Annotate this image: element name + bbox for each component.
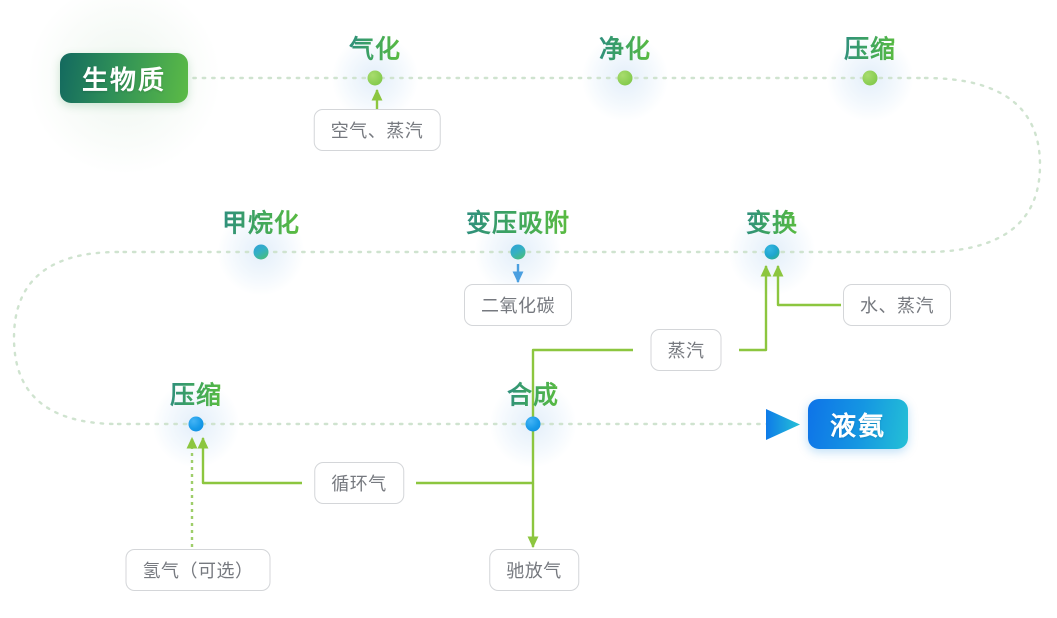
connector-steam-to-shift — [739, 264, 772, 352]
track-left-curve — [12, 250, 120, 426]
stage-node-compression-top[interactable]: 压缩 — [844, 36, 895, 86]
stage-dot-psa — [510, 244, 526, 260]
stage-dot-compression-bottom — [188, 416, 204, 432]
stage-node-purification[interactable]: 净化 — [599, 36, 650, 86]
material-box-recycle-gas[interactable]: 循环气 — [314, 462, 404, 504]
stage-label-compression-top: 压缩 — [844, 30, 896, 66]
product-arrow-marker — [766, 409, 800, 440]
material-box-carbon-dioxide-label: 二氧化碳 — [481, 296, 555, 316]
stage-dot-methanation — [253, 244, 269, 260]
stage-label-psa: 变压吸附 — [466, 204, 570, 240]
stage-dot-compression-top — [862, 70, 878, 86]
stage-label-synthesis: 合成 — [507, 376, 559, 412]
material-box-air-steam-label: 空气、蒸汽 — [330, 121, 424, 141]
material-box-water-steam-label: 水、蒸汽 — [860, 296, 934, 316]
stage-dot-gasification — [367, 70, 383, 86]
product-terminal-label: 液氨 — [829, 410, 887, 441]
track-right-curve — [923, 76, 1042, 254]
stage-dot-shift — [764, 244, 780, 260]
material-box-purge-gas[interactable]: 驰放气 — [489, 549, 579, 591]
stage-label-methanation: 甲烷化 — [222, 204, 300, 240]
source-terminal-label: 生物质 — [81, 64, 167, 95]
material-box-steam-label: 蒸汽 — [667, 341, 705, 361]
connector-synthesis-to-recycle-gas — [416, 424, 535, 485]
product-terminal-liquid-ammonia[interactable]: 液氨 — [807, 399, 909, 449]
stage-node-synthesis[interactable]: 合成 — [507, 382, 558, 432]
material-box-steam[interactable]: 蒸汽 — [650, 329, 722, 371]
stage-label-gasification: 气化 — [349, 30, 401, 66]
stage-dot-purification — [617, 70, 633, 86]
material-box-carbon-dioxide[interactable]: 二氧化碳 — [464, 284, 572, 326]
stage-node-shift[interactable]: 变换 — [746, 210, 797, 260]
material-box-recycle-gas-label: 循环气 — [331, 474, 387, 494]
stage-node-psa[interactable]: 变压吸附 — [466, 210, 569, 260]
stage-node-methanation[interactable]: 甲烷化 — [222, 210, 299, 260]
connector-recycle-gas-to-compression — [197, 436, 302, 485]
material-box-air-steam[interactable]: 空气、蒸汽 — [313, 109, 441, 151]
material-box-hydrogen-optional-label: 氢气（可选） — [142, 561, 254, 581]
stage-label-purification: 净化 — [599, 30, 651, 66]
stage-dot-synthesis — [525, 416, 541, 432]
material-box-hydrogen-optional[interactable]: 氢气（可选） — [125, 549, 271, 591]
material-box-purge-gas-label: 驰放气 — [506, 561, 562, 581]
material-box-water-steam[interactable]: 水、蒸汽 — [843, 284, 951, 326]
stage-label-compression-bottom: 压缩 — [170, 376, 222, 412]
source-terminal-biomass[interactable]: 生物质 — [59, 53, 189, 103]
connector-water-steam-to-shift — [772, 264, 841, 307]
stage-node-compression-bottom[interactable]: 压缩 — [170, 382, 221, 432]
stage-node-gasification[interactable]: 气化 — [349, 36, 400, 86]
stage-label-shift: 变换 — [746, 204, 798, 240]
